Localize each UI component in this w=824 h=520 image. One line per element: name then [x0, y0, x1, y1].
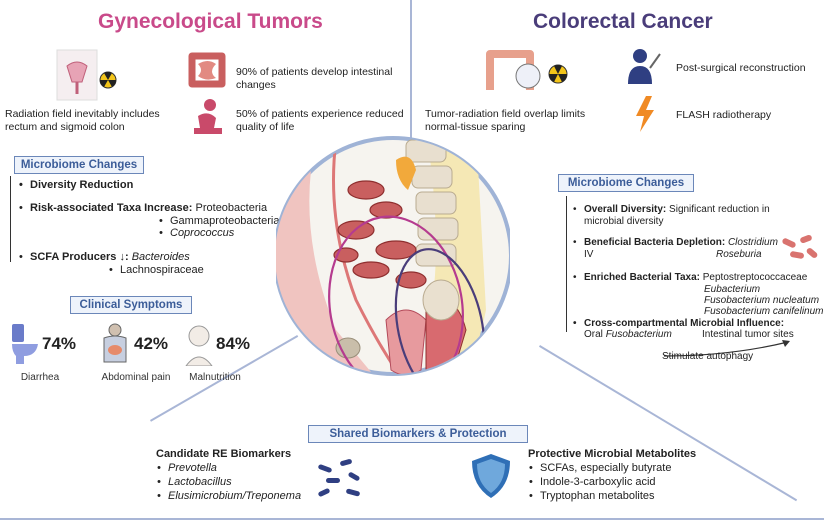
- beneficial-label: Beneficial Bacteria Depletion:: [584, 237, 726, 248]
- bacteria-pill-6: [345, 488, 361, 497]
- bacteria-pill-3: [326, 478, 340, 483]
- bacteria-pill-4: [347, 471, 361, 482]
- risk-taxa-item: Risk-associated Taxa Increase: Proteobac…: [19, 201, 280, 215]
- scfa-label: SCFA Producers ↓:: [30, 251, 129, 263]
- beneficial-taxon-2: Roseburia: [716, 249, 762, 260]
- shield-icon: [472, 454, 510, 498]
- lightning-icon: [636, 96, 654, 132]
- enriched-taxon-3: Fusobacterium nucleatum: [704, 295, 820, 306]
- malnutrition-pct: 84%: [216, 334, 251, 353]
- risk-taxa-label: Risk-associated Taxa Increase:: [30, 202, 193, 214]
- left-microbiome-header: Microbiome Changes: [14, 156, 144, 174]
- cross-oral: Oral Fusobacterium: [584, 329, 672, 340]
- autophagy-arrow: [663, 340, 790, 357]
- flash-radiotherapy: FLASH radiotherapy: [676, 109, 772, 121]
- bacteria-pill-2: [339, 458, 353, 467]
- colon-radiation-icon: [486, 50, 568, 90]
- vertical-divider: [410, 0, 412, 150]
- post-surgical-reconstruction: Post-surgical reconstruction: [676, 62, 806, 74]
- bacteria-rod-4: [805, 246, 819, 260]
- surgeon-icon: [628, 49, 661, 84]
- bacteria-rod-2: [799, 234, 813, 244]
- scfa-taxon-1: Bacteroides: [131, 251, 190, 263]
- biomarker-2: Lactobacillus: [157, 475, 232, 489]
- enriched-taxon-1: Peptostreptococcaceae: [702, 272, 808, 283]
- stimulate-autophagy: Stimulate autophagy: [662, 351, 754, 362]
- enriched-taxon-2: Eubacterium: [704, 284, 761, 295]
- risk-taxon-3: Coprococcus: [159, 226, 234, 240]
- bacteria-pill-5: [317, 487, 331, 498]
- pelvic-anatomy-illustration: [276, 136, 510, 376]
- biomarker-3: Elusimicrobium/Treponema: [157, 489, 301, 503]
- abdominal-pain-pct: 42%: [134, 334, 169, 353]
- diversity-reduction: Diversity Reduction: [19, 178, 133, 192]
- left-microbiome-bracket: [10, 176, 11, 262]
- distressed-person-icon: [194, 99, 222, 134]
- abdominal-pain-label: Abdominal pain: [101, 372, 171, 383]
- radiation-field-text: Radiation field inevitably includes rect…: [5, 108, 160, 133]
- metabolite-2: Indole-3-carboxylic acid: [529, 475, 656, 489]
- left-title: Gynecological Tumors: [98, 10, 323, 33]
- malnutrition-label: Malnutrition: [189, 372, 241, 383]
- scfa-taxon-2: Lachnospiraceae: [109, 263, 204, 277]
- enriched-taxon-4: Fusobacterium canifelinum: [704, 306, 824, 317]
- malnutrition-icon: [185, 325, 213, 366]
- diarrhea-label: Diarrhea: [20, 372, 60, 383]
- risk-taxon-1: Proteobacteria: [195, 202, 268, 214]
- clinical-symptoms-header: Clinical Symptoms: [70, 296, 192, 314]
- right-microbiome-bracket: [566, 196, 567, 332]
- toilet-icon: [12, 324, 38, 364]
- metabolites-title: Protective Microbial Metabolites: [528, 448, 697, 460]
- risk-taxon-2: Gammaproteobacteria: [159, 214, 279, 228]
- biomarker-1: Prevotella: [157, 461, 217, 475]
- beneficial-taxon-1: Clostridium: [727, 237, 778, 248]
- overall-diversity-text: Significant reduction in microbial diver…: [584, 204, 770, 227]
- overall-diversity-label: Overall Diversity:: [584, 204, 667, 215]
- cross-target: Intestinal tumor sites: [702, 329, 794, 340]
- cross-oral-prefix: Oral: [584, 329, 603, 340]
- uterus-radiation-icon: [56, 49, 117, 101]
- right-microbiome-header: Microbiome Changes: [558, 174, 694, 192]
- diarrhea-pct: 74%: [42, 334, 77, 353]
- beneficial-taxon-1-suffix: IV: [584, 249, 594, 260]
- intestinal-changes-stat: 90% of patients develop intestinal chang…: [236, 66, 393, 91]
- beneficial-item: Beneficial Bacteria Depletion: Clostridi…: [573, 237, 784, 261]
- metabolite-1: SCFAs, especially butyrate: [529, 461, 671, 475]
- quality-of-life-stat: 50% of patients experience reduced quali…: [236, 108, 404, 133]
- metabolite-3: Tryptophan metabolites: [529, 489, 655, 503]
- intestine-icon: [188, 52, 226, 88]
- frame-line: [0, 518, 824, 520]
- enriched-item: Enriched Bacterial Taxa: Peptostreptococ…: [573, 272, 824, 284]
- cross-oral-taxon: Fusobacterium: [605, 329, 672, 340]
- bacteria-rod-3: [789, 250, 805, 260]
- scfa-item: SCFA Producers ↓: Bacteroides: [19, 250, 280, 264]
- cross-compartment-label: Cross-compartmental Microbial Influence:: [573, 317, 784, 331]
- shared-biomarkers-header: Shared Biomarkers & Protection: [308, 425, 528, 443]
- enriched-label: Enriched Bacterial Taxa:: [584, 272, 700, 283]
- abdominal-pain-icon: [103, 323, 127, 363]
- biomarkers-title: Candidate RE Biomarkers: [156, 448, 292, 460]
- overall-diversity-item: Overall Diversity: Significant reduction…: [573, 204, 809, 228]
- overlap-text: Tumor-radiation field overlap limits nor…: [425, 108, 586, 133]
- right-title: Colorectal Cancer: [533, 10, 713, 33]
- bacteria-pill-1: [317, 463, 333, 474]
